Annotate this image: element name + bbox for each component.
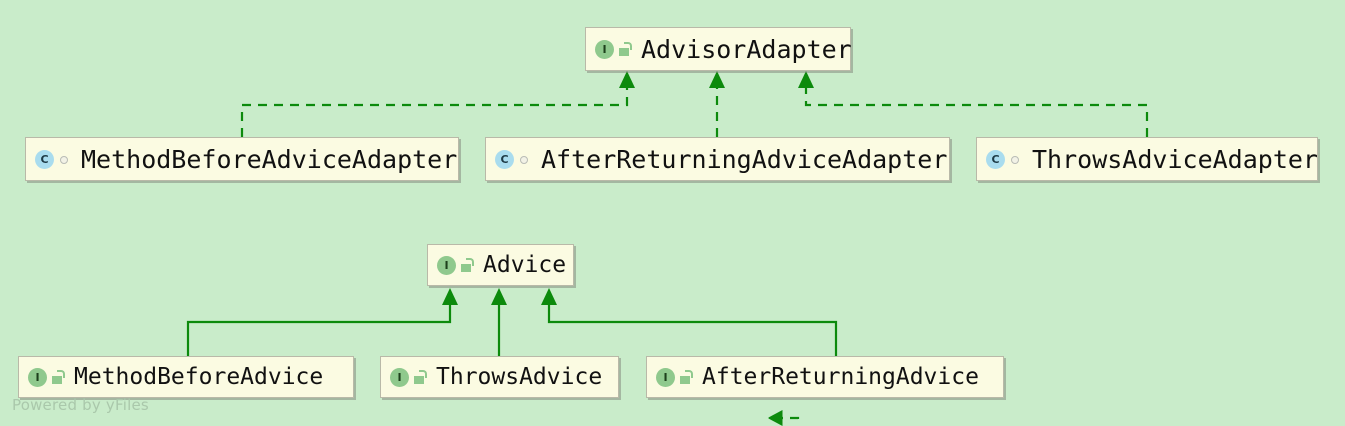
arrowhead-mbaa (619, 71, 635, 88)
class-circle-icon: C (986, 149, 1005, 169)
node-icon-group: I (437, 255, 474, 275)
edge-mbaa-advisor (240, 86, 629, 137)
node-label: AfterReturningAdvice (702, 363, 979, 390)
arrowhead-taa (798, 71, 814, 88)
class-node-advisor-adapter[interactable]: I AdvisorAdapter (585, 27, 852, 71)
node-icon-group: C (35, 149, 72, 169)
abstract-circle-icon (518, 152, 532, 167)
node-label: ThrowsAdviceAdapter (1032, 144, 1318, 174)
node-icon-group: I (390, 367, 427, 387)
edges-generalization (186, 303, 838, 356)
unlocked-padlock-icon (460, 257, 474, 273)
interface-circle-icon: I (390, 367, 409, 387)
node-label: MethodBeforeAdvice (74, 363, 324, 390)
class-node-advice[interactable]: I Advice (427, 244, 574, 286)
class-node-throws-advice[interactable]: I ThrowsAdvice (380, 356, 619, 398)
node-icon-group: I (595, 39, 632, 59)
arrowhead-ara (541, 288, 557, 305)
abstract-circle-icon (1009, 152, 1023, 167)
class-circle-icon: C (495, 149, 514, 169)
interface-circle-icon: I (28, 367, 47, 387)
unlocked-padlock-icon (51, 369, 65, 385)
interface-circle-icon: I (595, 39, 614, 59)
class-node-after-returning-advice[interactable]: I AfterReturningAdvice (646, 356, 1004, 398)
node-icon-group: I (28, 367, 65, 387)
edge-method-before-advice-adapter-to-advisor-adapter (781, 418, 830, 426)
interface-circle-icon: I (437, 255, 456, 275)
edge-taa-advisor (804, 86, 1149, 137)
unlocked-padlock-icon (618, 41, 632, 57)
node-label: AdvisorAdapter (641, 34, 852, 64)
class-node-method-before-advice[interactable]: I MethodBeforeAdvice (18, 356, 354, 398)
arrowhead-araa (709, 71, 725, 88)
edge-mba-advice (186, 303, 452, 356)
class-circle-icon: C (35, 149, 54, 169)
unlocked-padlock-icon (679, 369, 693, 385)
arrowhead-mba (442, 288, 458, 305)
class-node-method-before-advice-adapter[interactable]: C MethodBeforeAdviceAdapter (25, 137, 459, 181)
yfiles-watermark: Powered by yFiles (12, 396, 149, 414)
node-label: MethodBeforeAdviceAdapter (81, 144, 458, 174)
node-label: Advice (483, 251, 567, 278)
unlocked-padlock-icon (413, 369, 427, 385)
node-icon-group: C (986, 149, 1023, 169)
abstract-circle-icon (58, 152, 72, 167)
node-label: AfterReturningAdviceAdapter (541, 144, 948, 174)
arrowheads-generalization (442, 288, 557, 305)
interface-circle-icon: I (656, 367, 675, 387)
node-icon-group: C (495, 149, 532, 169)
class-node-after-returning-advice-adapter[interactable]: C AfterReturningAdviceAdapter (485, 137, 950, 181)
edges-realization (240, 86, 1149, 137)
node-label: ThrowsAdvice (436, 363, 603, 390)
node-icon-group: I (656, 367, 693, 387)
class-node-throws-advice-adapter[interactable]: C ThrowsAdviceAdapter (976, 137, 1318, 181)
arrowheads-realization (619, 71, 814, 88)
edge-ara-advice (547, 303, 838, 356)
arrowhead-ta (491, 288, 507, 305)
